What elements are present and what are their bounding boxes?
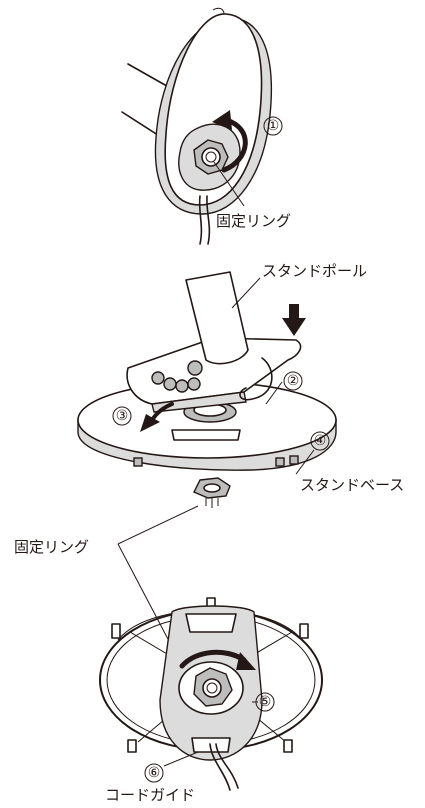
button-3 [175,379,189,393]
button-1 [151,371,165,385]
fixing-ring-center [201,147,221,167]
step-4-number: ④ [314,433,327,449]
stand-assembly-panel [77,271,337,475]
ring-leader-top [213,161,245,207]
step-5-circle [255,692,275,712]
pole-leader [231,277,261,309]
power-cord-top-2 [206,195,211,245]
step-3-circle [112,406,132,426]
label-fixing-ring-bottom: 固定リング [14,538,89,556]
label-fixing-ring-top: 固定リング [216,212,291,230]
stand-pole [185,271,249,365]
fixing-ring-bottom-hole [206,682,218,694]
step-2-leader [265,381,283,405]
step-1-circle [263,116,283,136]
ring-leader-upper [117,505,199,545]
fan-top-tab [212,7,225,14]
rib-pin-bottom-right [283,739,293,753]
step-6-number: ⑥ [148,765,161,781]
loose-fixing-ring [193,477,231,508]
press-arrow-head [282,318,306,336]
button-4 [187,377,201,391]
rib-pin-right [299,623,309,639]
slide-arrow-head [140,414,160,432]
fixing-ring-bottom-center [202,678,222,698]
base-foot-right [289,455,299,465]
power-cord-top [198,195,203,245]
base-cord-channel [171,429,241,441]
step-4-circle [310,431,330,451]
power-cord-mid [239,357,273,401]
base-underside-panel [99,597,323,791]
fixing-ring-nut-hole [203,483,221,493]
power-cord-bottom-2 [215,743,239,789]
base-foot-mid [275,457,285,467]
pole-foot-plate-edge [151,391,247,413]
loosen-arrow-head [212,110,232,130]
fixing-ring-thread [205,498,219,508]
step-6-circle [144,763,164,783]
step-5-number: ⑤ [259,694,272,710]
base-foot-left [133,457,143,467]
loosen-arrow-arc [221,117,248,173]
rib-pin-bottom-left [127,739,137,753]
label-stand-pole: スタンドポール [262,262,367,280]
button-2 [163,377,177,391]
step-2-number: ② [287,373,300,389]
fixing-ring-hole [205,151,217,163]
tighten-arrow-head [236,652,256,670]
step-6-leader [163,751,199,767]
press-arrow-shaft [289,304,299,320]
step-3-number: ③ [116,408,129,424]
base-leader [295,449,315,475]
step-2-circle [283,371,303,391]
step-1-number: ① [267,118,280,134]
tighten-arrow-arc [179,649,247,669]
housing-top-slot [185,613,237,633]
control-knob [187,360,203,376]
rib-pin-left [111,623,121,639]
cord-guide-slot [191,737,231,753]
fan-underside-panel [121,7,273,245]
label-stand-base: スタンドベース [300,476,404,494]
label-cord-guide: コードガイド [105,786,195,804]
power-cord-bottom [209,743,231,791]
